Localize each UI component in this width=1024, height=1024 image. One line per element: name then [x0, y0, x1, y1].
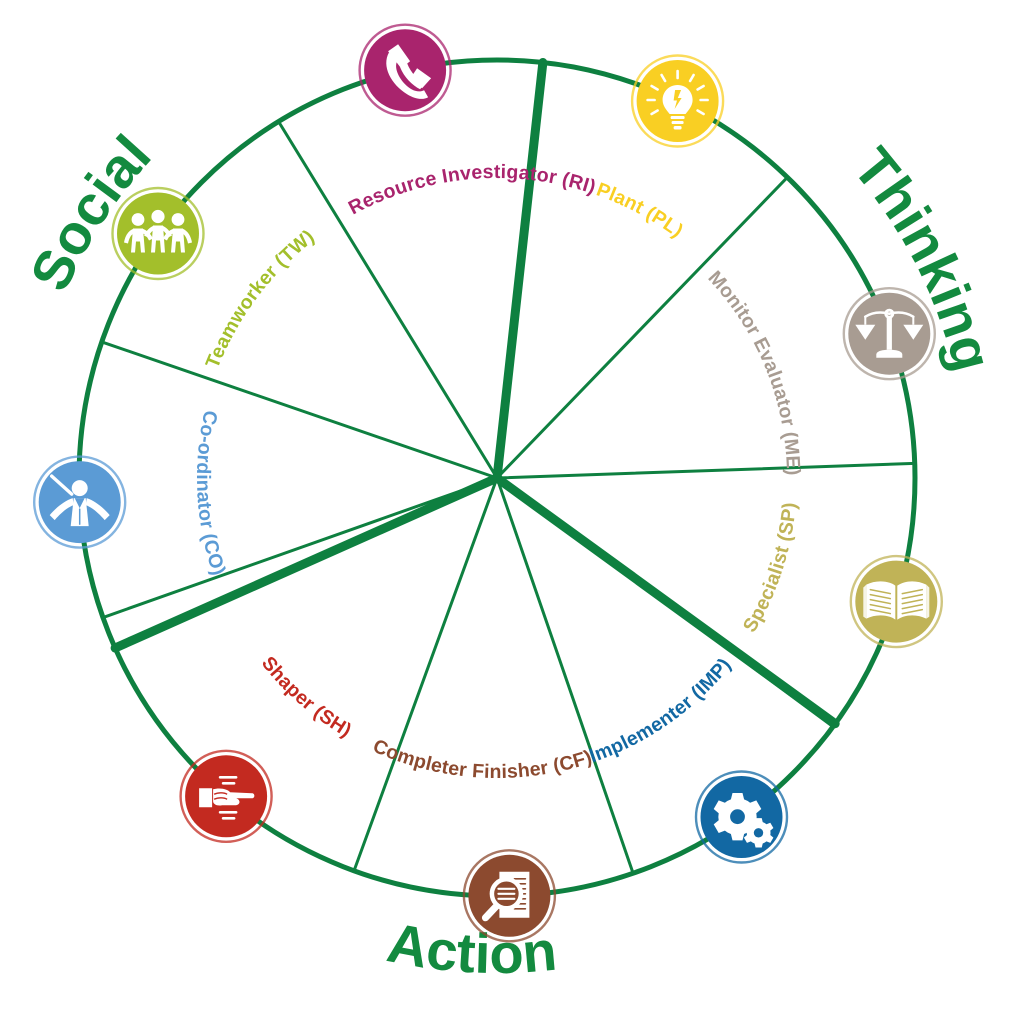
- wheel-divider-thin: [101, 476, 499, 620]
- role-icon-badge-resource-investigator[interactable]: [358, 23, 452, 117]
- role-icon-ring: [32, 455, 127, 549]
- role-icon-ring: [462, 849, 557, 943]
- role-icon-ring: [358, 23, 452, 117]
- wheel-divider-thick: [492, 473, 840, 729]
- role-icons-group: [32, 23, 943, 943]
- role-icon-badge-co-ordinator[interactable]: [32, 455, 127, 549]
- role-icon-badge-completer-finisher[interactable]: [462, 849, 557, 943]
- wheel-divider-thick: [110, 473, 502, 653]
- thick-spokes-group: [110, 58, 840, 729]
- wheel-divider-thin: [100, 340, 499, 480]
- role-icon-ring: [111, 186, 205, 281]
- wheel-divider-thin: [495, 461, 917, 480]
- role-icon-ring: [842, 287, 936, 381]
- role-icon-badge-shaper[interactable]: [179, 749, 273, 843]
- role-icon-ring: [179, 749, 273, 843]
- role-icon-badge-specialist[interactable]: [849, 554, 943, 649]
- role-icon-ring: [694, 770, 789, 864]
- wheel-divider-thin: [495, 175, 789, 480]
- wheel-divider-thick: [492, 58, 548, 483]
- wheel-divider-thin: [277, 120, 499, 480]
- role-icon-ring: [630, 54, 725, 148]
- wheel-divider-thin: [495, 476, 635, 875]
- role-icon-badge-monitor-evaluator[interactable]: [842, 287, 936, 381]
- role-icon-disc: [855, 560, 938, 643]
- role-icon-badge-plant[interactable]: [630, 54, 725, 148]
- wheel-divider-thin: [352, 476, 499, 873]
- role-icon-badge-teamworker[interactable]: [111, 186, 205, 281]
- role-icon-ring: [849, 554, 943, 649]
- role-icon-badge-implementer[interactable]: [694, 770, 789, 864]
